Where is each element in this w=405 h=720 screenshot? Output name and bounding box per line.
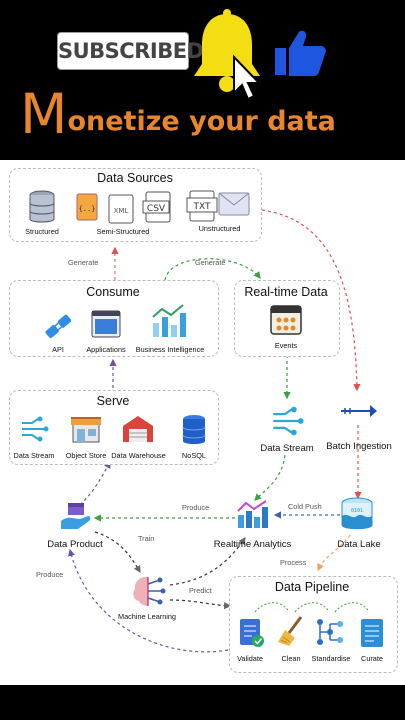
edge-produce-left: Produce <box>36 570 64 579</box>
mouse-cursor-icon <box>233 54 262 101</box>
events-label: Events <box>274 341 298 350</box>
batch-ingestion-arrow-icon <box>341 405 377 417</box>
pipeline-flow-arrows <box>254 602 369 613</box>
curate-document-icon <box>361 619 383 647</box>
xml-file-icon: XML <box>108 194 134 224</box>
realtime-data-box <box>234 280 340 357</box>
semi-structured-label: Semi-Structured <box>96 227 150 236</box>
data-warehouse-icon <box>123 416 153 442</box>
edge-produce-top: Produce <box>182 503 210 512</box>
edge-predict: Predict <box>189 586 212 595</box>
edge-cold-push: Cold Push <box>288 502 322 511</box>
database-icon <box>29 190 55 223</box>
txt-badge: TXT <box>192 202 211 212</box>
data-warehouse-label: Data Warehouse <box>111 451 166 460</box>
structured-label: Structured <box>25 227 59 236</box>
subscribed-label: SUBSCRIBED <box>58 39 204 63</box>
data-lake-label: Data Lake <box>337 539 381 550</box>
edge-generate-left: Generate <box>68 258 99 267</box>
serve-data-stream-label: Data Stream <box>13 451 55 460</box>
business-intelligence-label: Business Intelligence <box>135 345 205 354</box>
object-store-label: Object Store <box>65 451 107 460</box>
data-stream-node-label: Data Stream <box>260 443 314 454</box>
machine-learning-label: Machine Learning <box>117 612 176 621</box>
data-product-label: Data Product <box>47 539 103 550</box>
json-badge: {..} <box>79 205 96 213</box>
json-file-icon: {..} <box>76 193 98 221</box>
svg-text:0101: 0101 <box>351 508 363 514</box>
data-product-hand-box-icon <box>61 503 91 529</box>
data-stream-icon <box>22 416 49 442</box>
video-header <box>0 0 405 160</box>
page-title: Monetize your data <box>20 82 400 146</box>
email-icon <box>218 192 250 216</box>
business-intelligence-chart-icon <box>152 304 186 337</box>
clean-broom-icon <box>278 616 303 646</box>
xml-badge: XML <box>114 207 129 215</box>
realtime-analytics-label: Realtime Analytics <box>213 539 292 550</box>
applications-window-icon <box>91 310 121 338</box>
object-store-shop-icon <box>71 417 101 443</box>
thumbs-up-icon <box>275 30 326 76</box>
applications-label: Applications <box>86 345 126 354</box>
subscribed-button[interactable] <box>58 33 188 69</box>
bottom-bar <box>0 685 405 720</box>
nosql-database-icon <box>182 415 206 444</box>
serve-title: Serve <box>96 394 130 408</box>
diagram-canvas: Data Sources Structured {..} XML CSV Sem… <box>0 160 405 685</box>
realtime-analytics-chart-icon <box>237 500 268 528</box>
data-lake-icon: 0101 <box>341 497 373 530</box>
curate-label: Curate <box>361 654 383 663</box>
consume-title: Consume <box>86 285 140 299</box>
txt-file-icon: TXT <box>186 190 218 222</box>
nosql-label: NoSQL <box>182 451 206 460</box>
machine-learning-brain-icon <box>133 576 166 606</box>
batch-ingestion-label: Batch Ingestion <box>326 441 392 452</box>
events-calendar-icon <box>270 305 302 335</box>
standardise-structure-icon <box>317 619 343 645</box>
edge-train: Train <box>138 534 155 543</box>
edge-process: Process <box>280 558 307 567</box>
title-rest: onetize your data <box>67 106 336 137</box>
data-stream-node-icon <box>273 406 304 436</box>
unstructured-label: Unstructured <box>198 224 241 233</box>
validate-label: Validate <box>237 654 263 663</box>
realtime-data-title: Real-time Data <box>244 285 328 299</box>
diagram-connectors <box>67 209 362 653</box>
standardise-label: Standardise <box>311 654 351 663</box>
clean-label: Clean <box>281 654 301 663</box>
data-sources-title: Data Sources <box>97 171 173 185</box>
api-label: API <box>52 345 64 354</box>
api-plug-icon <box>45 314 72 339</box>
bell-icon <box>194 9 260 92</box>
csv-badge: CSV <box>147 204 166 214</box>
title-first-letter: M <box>20 82 68 146</box>
data-pipeline-title: Data Pipeline <box>274 580 350 594</box>
csv-file-icon: CSV <box>142 191 171 223</box>
validate-checklist-icon <box>240 619 264 647</box>
edge-generate-right: Generate <box>195 258 226 267</box>
